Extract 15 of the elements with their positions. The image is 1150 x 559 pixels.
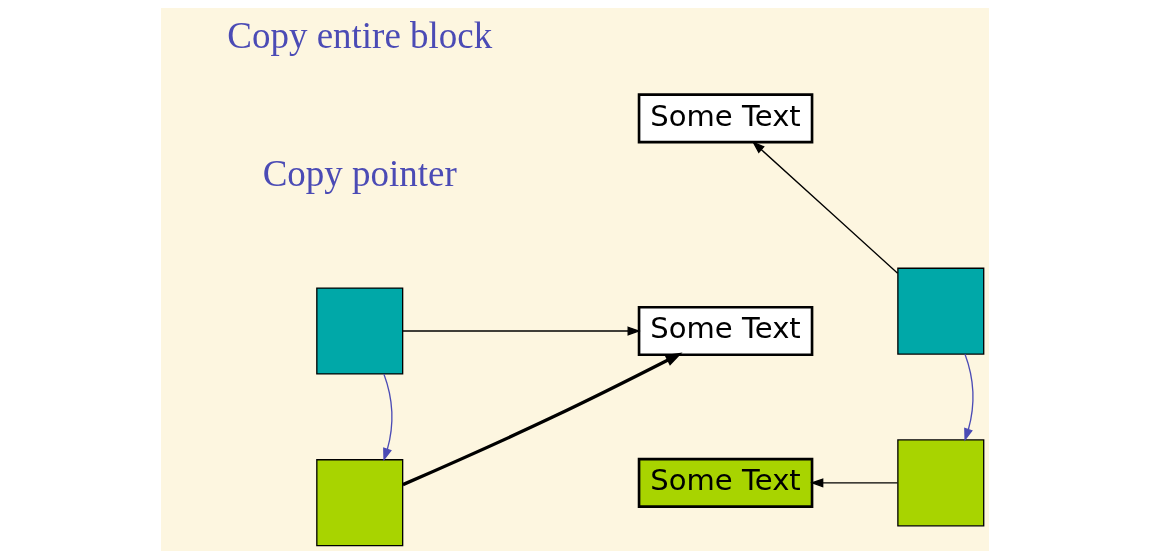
- node-box: [316, 459, 404, 547]
- arrow: [402, 352, 683, 487]
- arrow: [964, 353, 974, 442]
- arrow: [402, 326, 641, 336]
- arrow: [383, 373, 393, 462]
- arrow: [810, 478, 899, 488]
- node-box: [897, 267, 985, 355]
- node-box: Some Text: [637, 305, 814, 357]
- node-box: [316, 287, 404, 375]
- node-box: Some Text: [637, 93, 814, 144]
- label: Copy entire block: [227, 15, 493, 57]
- node-box: Some Text: [637, 457, 814, 508]
- node-box: [897, 439, 985, 527]
- label: Copy pointer: [262, 152, 457, 194]
- arrow: [751, 141, 899, 274]
